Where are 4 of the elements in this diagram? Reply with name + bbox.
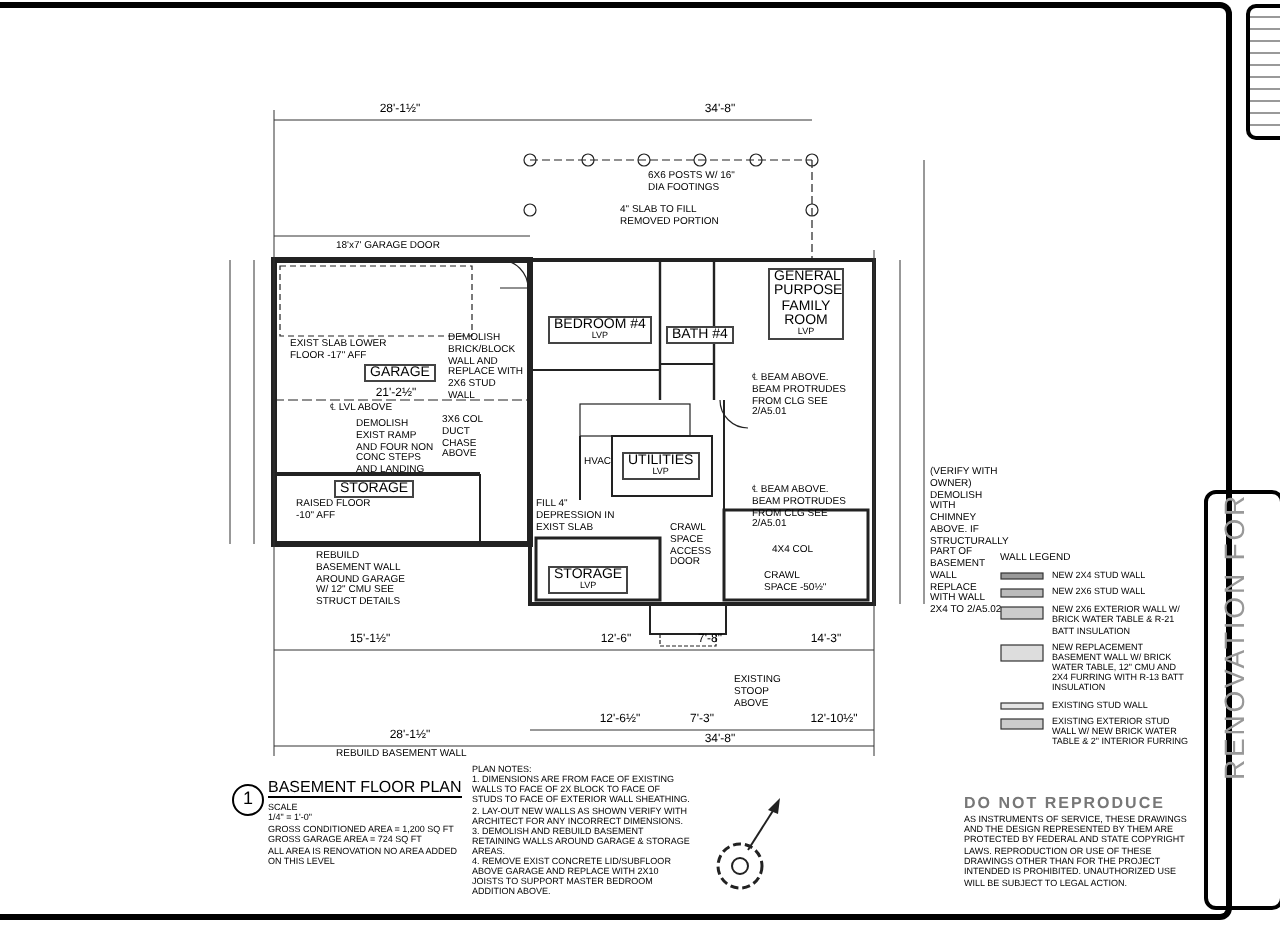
drawing-title: BASEMENT FLOOR PLAN bbox=[268, 780, 462, 798]
drawing-number: 1 bbox=[232, 784, 264, 816]
title-block-text: RENOVATION FOR bbox=[1216, 492, 1252, 780]
warning-heading: DO NOT REPRODUCE bbox=[964, 796, 1167, 812]
